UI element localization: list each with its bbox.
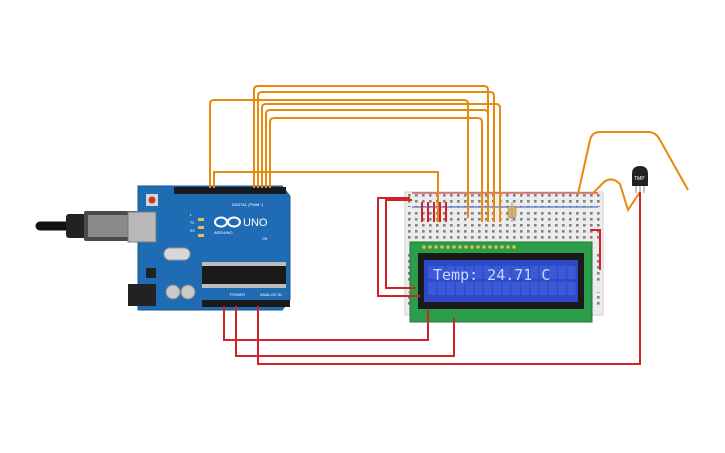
lcd-char-cell [446, 282, 455, 295]
lcd-pin[interactable] [470, 245, 474, 249]
lcd-char-cell [539, 266, 548, 279]
lcd-pin[interactable] [512, 245, 516, 249]
orange-wires[interactable] [209, 85, 689, 222]
lcd-char-cell [428, 282, 436, 295]
red-wires[interactable] [223, 192, 641, 365]
lcd-char-cell [521, 282, 529, 295]
lcd-char-cell [511, 266, 520, 279]
rx-label: RX [190, 229, 196, 233]
lcd-char-cell [474, 266, 483, 279]
wire-red-5[interactable] [385, 199, 416, 289]
wire-orange-8[interactable] [577, 131, 689, 195]
wire-red-3[interactable] [257, 192, 641, 365]
sensor-label: TMP [634, 176, 645, 182]
wire-red-4[interactable] [377, 197, 420, 297]
temperature-sensor[interactable]: TMP [632, 166, 648, 193]
wire-red-1[interactable] [223, 306, 429, 341]
resistor[interactable] [507, 202, 517, 222]
lcd-pin[interactable] [428, 245, 432, 249]
lcd-display-text: Temp: 24.71 C [433, 266, 550, 284]
lcd-char-cell [493, 282, 502, 295]
wire-orange-4[interactable] [261, 103, 501, 222]
wire-orange-6[interactable] [269, 117, 483, 222]
lcd-char-cell [428, 266, 436, 279]
wire-orange-2[interactable] [253, 85, 489, 222]
lcd-pin[interactable] [488, 245, 492, 249]
wire-orange-7[interactable] [213, 171, 439, 222]
lcd-char-cell [446, 266, 455, 279]
usb-cable[interactable] [35, 211, 138, 241]
uno-label: UNO [243, 217, 268, 229]
lcd-pin[interactable] [494, 245, 498, 249]
lcd-char-cell [530, 282, 539, 295]
lcd-module[interactable]: Temp: 24.71 C [409, 241, 593, 323]
lcd-char-cell [502, 266, 511, 279]
wire-orange-5[interactable] [265, 109, 489, 222]
lcd-char-cell [493, 266, 502, 279]
analog-label: ANALOG IN [260, 292, 282, 297]
lcd-pin[interactable] [446, 245, 450, 249]
lcd-pin[interactable] [500, 245, 504, 249]
lcd-char-cell [474, 282, 483, 295]
atmega-chip [202, 266, 286, 284]
power-label: POWER [230, 292, 245, 297]
lcd-char-cell [483, 282, 492, 295]
lcd-pin[interactable] [506, 245, 510, 249]
lcd-char-cell [567, 266, 576, 279]
lcd-char-cell [437, 266, 446, 279]
power-jack [128, 284, 156, 306]
lcd-pin[interactable] [464, 245, 468, 249]
lcd-char-cell [558, 266, 567, 279]
on-label: ON [262, 237, 268, 241]
lcd-pin[interactable] [452, 245, 456, 249]
lcd-pin[interactable] [482, 245, 486, 249]
lcd-char-cell [548, 282, 557, 295]
l-label: L [190, 213, 192, 217]
wire-orange-3[interactable] [257, 91, 495, 222]
wire-red-11[interactable] [590, 229, 601, 270]
digital-header[interactable] [174, 187, 286, 194]
tx-label: TX [190, 221, 195, 225]
lcd-char-cell [465, 282, 474, 295]
lcd-pin[interactable] [440, 245, 444, 249]
power-analog-header[interactable] [202, 300, 290, 307]
lcd-char-cell [483, 266, 492, 279]
lcd-char-cell [539, 282, 548, 295]
lcd-pin[interactable] [422, 245, 426, 249]
lcd-pin[interactable] [458, 245, 462, 249]
digital-label: DIGITAL (PWM~) [232, 202, 264, 207]
lcd-char-cell [437, 282, 446, 295]
lcd-pin[interactable] [434, 245, 438, 249]
wire-orange-9[interactable] [591, 178, 641, 213]
lcd-char-cell [511, 282, 520, 295]
lcd-char-cell [548, 266, 557, 279]
lcd-char-cell [455, 282, 464, 295]
lcd-char-cell [521, 266, 529, 279]
arduino-uno-board[interactable]: UNO ARDUINO DIGITAL (PWM~) POWER ANALOG … [127, 185, 291, 311]
wire-orange-1[interactable] [209, 99, 469, 218]
arduino-brand-label: ARDUINO [214, 230, 232, 235]
lcd-pin[interactable] [476, 245, 480, 249]
lcd-char-cell [558, 282, 567, 295]
lcd-char-cell [455, 266, 464, 279]
lcd-char-cell [530, 266, 539, 279]
arduino-logo [214, 216, 241, 228]
wire-red-2[interactable] [235, 306, 455, 357]
lcd-char-cell [567, 282, 576, 295]
lcd-char-cell [502, 282, 511, 295]
lcd-char-cell [465, 266, 474, 279]
